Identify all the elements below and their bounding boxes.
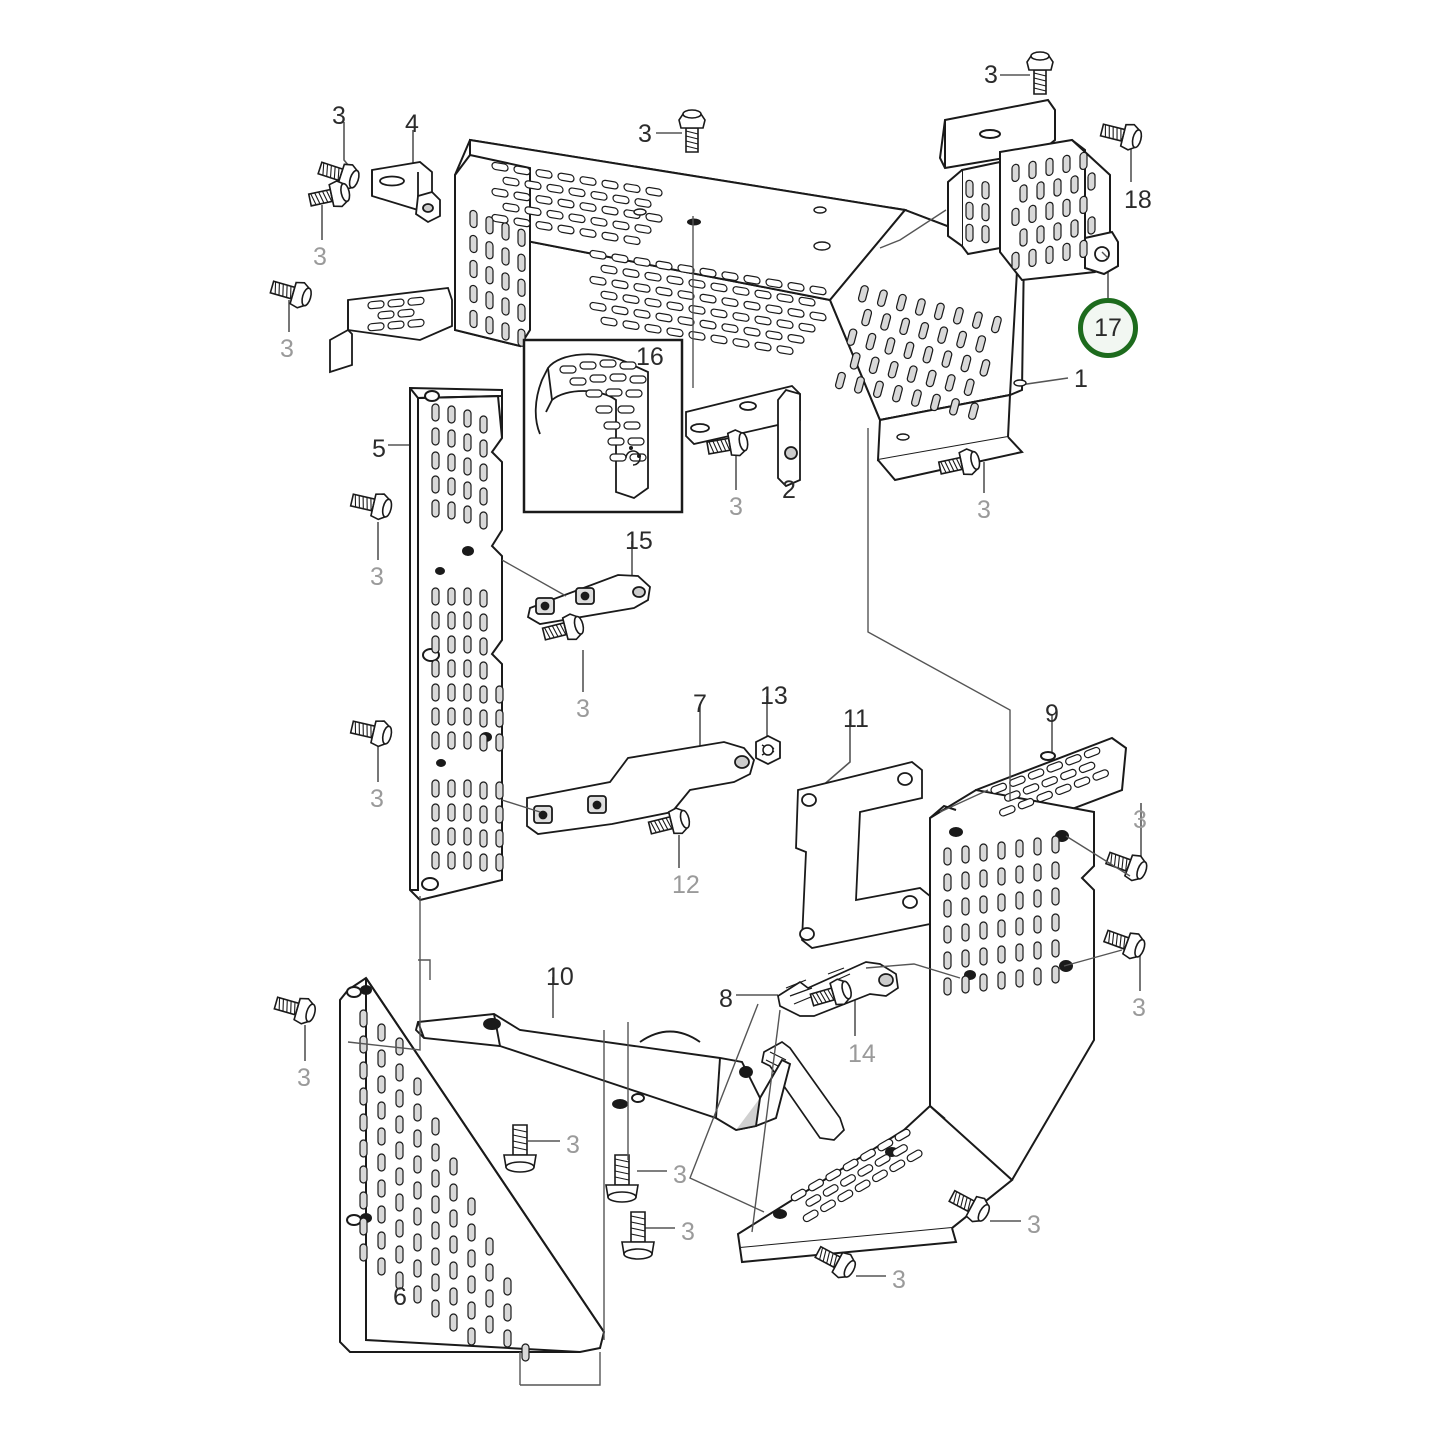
part-label-3: 3 — [370, 785, 384, 813]
left-shelf-bracket — [329, 287, 453, 374]
part-label-2: 2 — [782, 476, 796, 504]
part-label-3: 3 — [566, 1131, 580, 1159]
part-label-3: 3 — [297, 1064, 311, 1092]
part-label-3: 3 — [370, 563, 384, 591]
highlighted-part-callout-17[interactable]: 17 — [1078, 298, 1138, 358]
part-label-3: 3 — [892, 1266, 906, 1294]
part-label-3: 3 — [332, 102, 346, 130]
part-label-15: 15 — [625, 527, 653, 555]
part-label-3: 3 — [1027, 1211, 1041, 1239]
part-6-lower-left-triangular-panel — [339, 976, 606, 1353]
part-10-long-support-rail — [414, 1013, 792, 1132]
part-7-offset-strap-bracket — [526, 741, 755, 835]
part-11-u-frame-bracket — [795, 761, 931, 949]
part-label-3: 3 — [673, 1161, 687, 1189]
part-label-10: 10 — [546, 963, 574, 991]
part-label-6: 6 — [393, 1283, 407, 1311]
part-label-3: 3 — [1133, 806, 1147, 834]
part-label-5: 5 — [372, 435, 386, 463]
part-15-flat-strap-bracket — [526, 574, 651, 625]
part-label-9: 9 — [1045, 700, 1059, 728]
part-4-small-mount-bracket — [371, 161, 441, 224]
part-label-3: 3 — [576, 695, 590, 723]
part-5-left-vertical-panel — [409, 386, 503, 902]
part-label-3: 3 — [729, 493, 743, 521]
part-label-7: 7 — [693, 690, 707, 718]
part-label-3: 3 — [984, 61, 998, 89]
part-2-angle-bracket — [685, 385, 801, 488]
part-label-3: 3 — [638, 120, 652, 148]
part-13-nut — [755, 734, 781, 766]
part-label-8: 8 — [719, 985, 733, 1013]
part-label-3: 3 — [1132, 994, 1146, 1022]
part-label-3: 3 — [681, 1218, 695, 1246]
part-label-18: 18 — [1124, 186, 1152, 214]
assembly-construction-lines — [347, 209, 1131, 1386]
part-label-3: 3 — [977, 496, 991, 524]
part-label-13: 13 — [760, 682, 788, 710]
part-label-4: 4 — [405, 110, 419, 138]
part-label-11: 11 — [843, 705, 869, 733]
part-label-3: 3 — [280, 335, 294, 363]
part-label-1: 1 — [1074, 365, 1088, 393]
part-label-14: 14 — [848, 1040, 876, 1068]
part-label-16: 16 — [636, 343, 664, 371]
part-label-12: 12 — [672, 871, 700, 899]
part-label-3: 3 — [313, 243, 327, 271]
part-1-perforations-top — [469, 161, 1027, 441]
inset-box-part-16 — [522, 338, 684, 514]
